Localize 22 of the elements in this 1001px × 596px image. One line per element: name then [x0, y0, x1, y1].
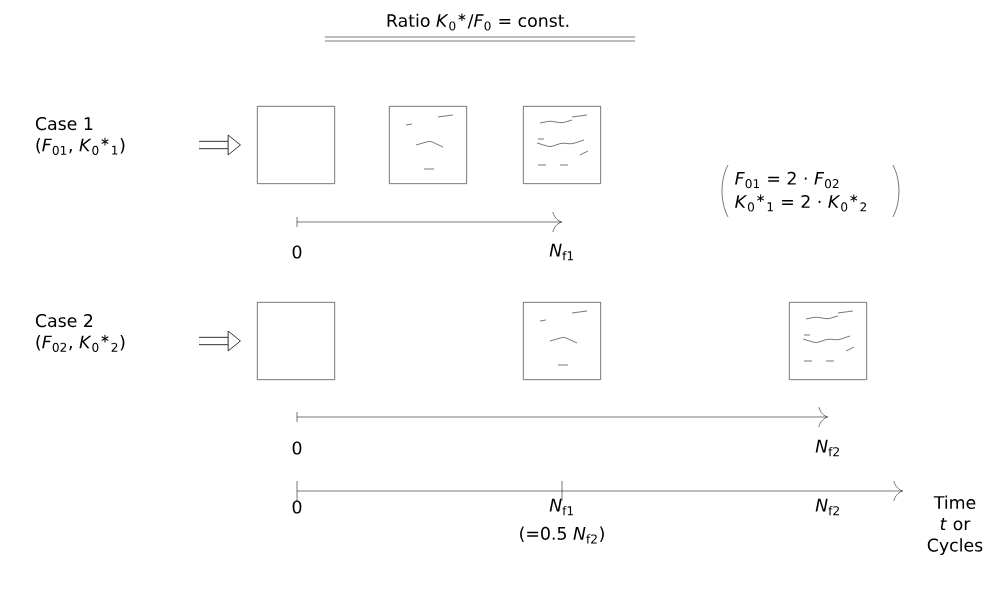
specimen-drawing	[523, 302, 601, 380]
specimen-drawing	[257, 106, 335, 184]
specimen-drawing	[789, 302, 867, 380]
title: Ratio K$_{0}$$^{∗}$/F$_{0}$ = const.	[387, 13, 569, 31]
axis-label: F$_{01}$ = 2 · F$_{02}$	[735, 171, 839, 189]
case-label: Case 1 (F$_{01}$, K$_{0}$∗$_{1}$)	[35, 117, 125, 155]
hollow-arrow	[199, 330, 241, 352]
specimen-drawing	[257, 302, 335, 380]
axis-label: 0	[292, 500, 302, 514]
axis-label: N$_{f2}$	[815, 498, 839, 516]
case-label: Case 2 (F$_{02}$, K$_{0}$∗$_{2}$)	[35, 314, 125, 352]
specimen-drawing	[389, 106, 467, 184]
axis-title: Time t or Cycles	[927, 495, 983, 555]
axis-label: 0	[292, 245, 302, 259]
axis-label: N$_{f1}$	[549, 243, 573, 261]
axis-label: (=0.5 N$_{f2}$)	[520, 526, 604, 544]
specimen-drawing	[523, 106, 601, 184]
hollow-arrow	[199, 134, 241, 156]
axis-label: K$_{0}$∗$_{1}$ = 2 · K$_{0}$∗2	[735, 194, 867, 212]
axis-label: 0	[292, 441, 302, 455]
axis-label: N$_{f2}$	[815, 439, 839, 457]
axis-label: N$_{f1}$	[549, 498, 573, 516]
